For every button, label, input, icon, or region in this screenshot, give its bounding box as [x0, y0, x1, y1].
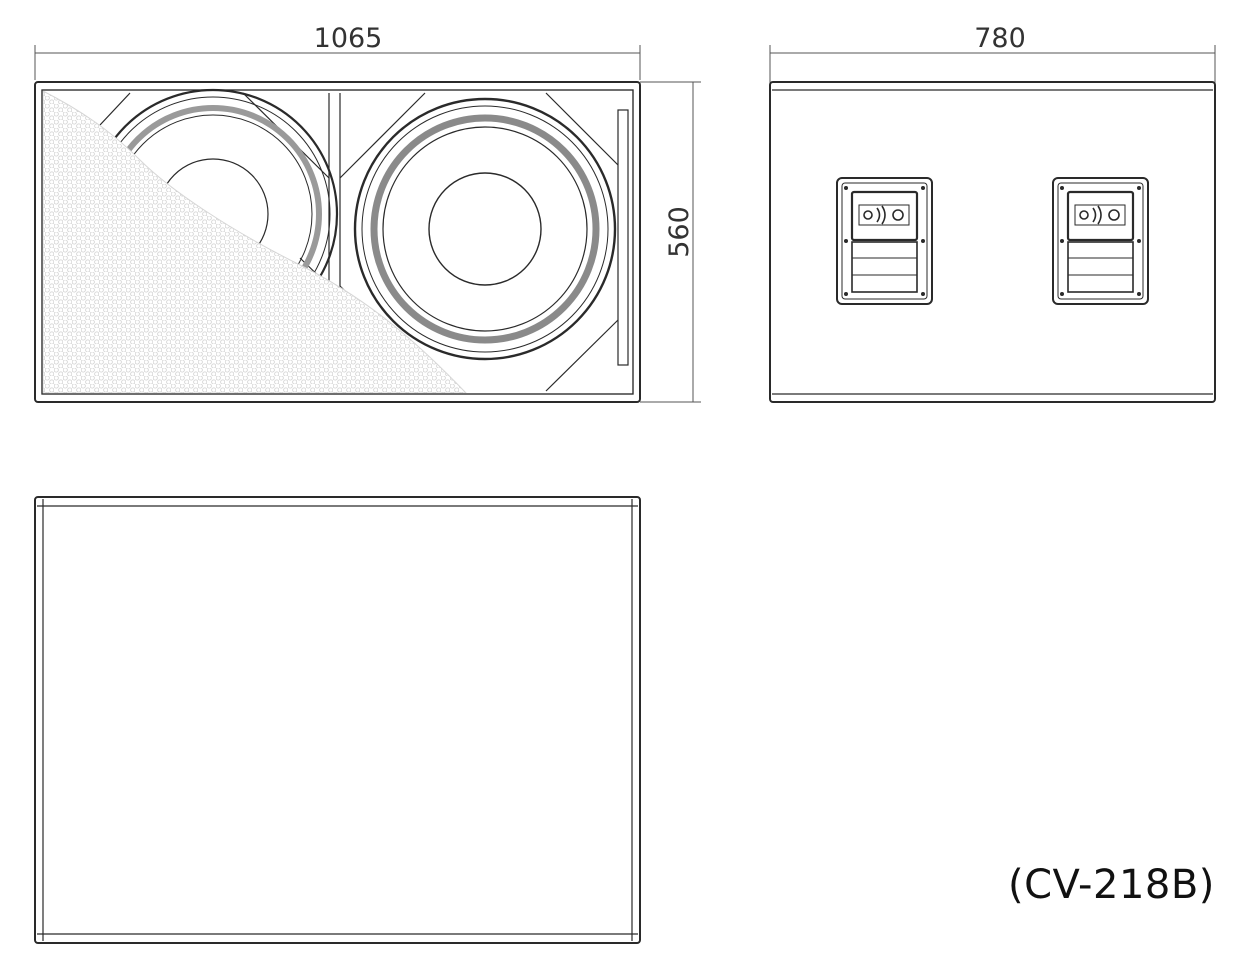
side-depth-dimension — [769, 45, 1216, 85]
top-view — [34, 496, 641, 944]
front-height-dimension — [640, 81, 701, 403]
front-view — [34, 45, 701, 403]
model-label: (CV-218B) — [1008, 862, 1215, 908]
front-cabinet-outline — [34, 81, 641, 403]
side-view — [769, 45, 1216, 403]
top-cabinet-outline — [34, 496, 641, 944]
side-handle-left — [836, 177, 933, 305]
front-height-label: 560 — [664, 206, 695, 258]
sound-waves-icon — [1074, 204, 1126, 226]
front-width-label: 1065 — [314, 23, 383, 54]
side-handle-right — [1052, 177, 1149, 305]
side-depth-label: 780 — [974, 23, 1026, 54]
side-cabinet-outline — [769, 81, 1216, 403]
front-width-dimension — [34, 45, 641, 80]
right-woofer — [353, 97, 617, 361]
sound-waves-icon — [858, 204, 910, 226]
